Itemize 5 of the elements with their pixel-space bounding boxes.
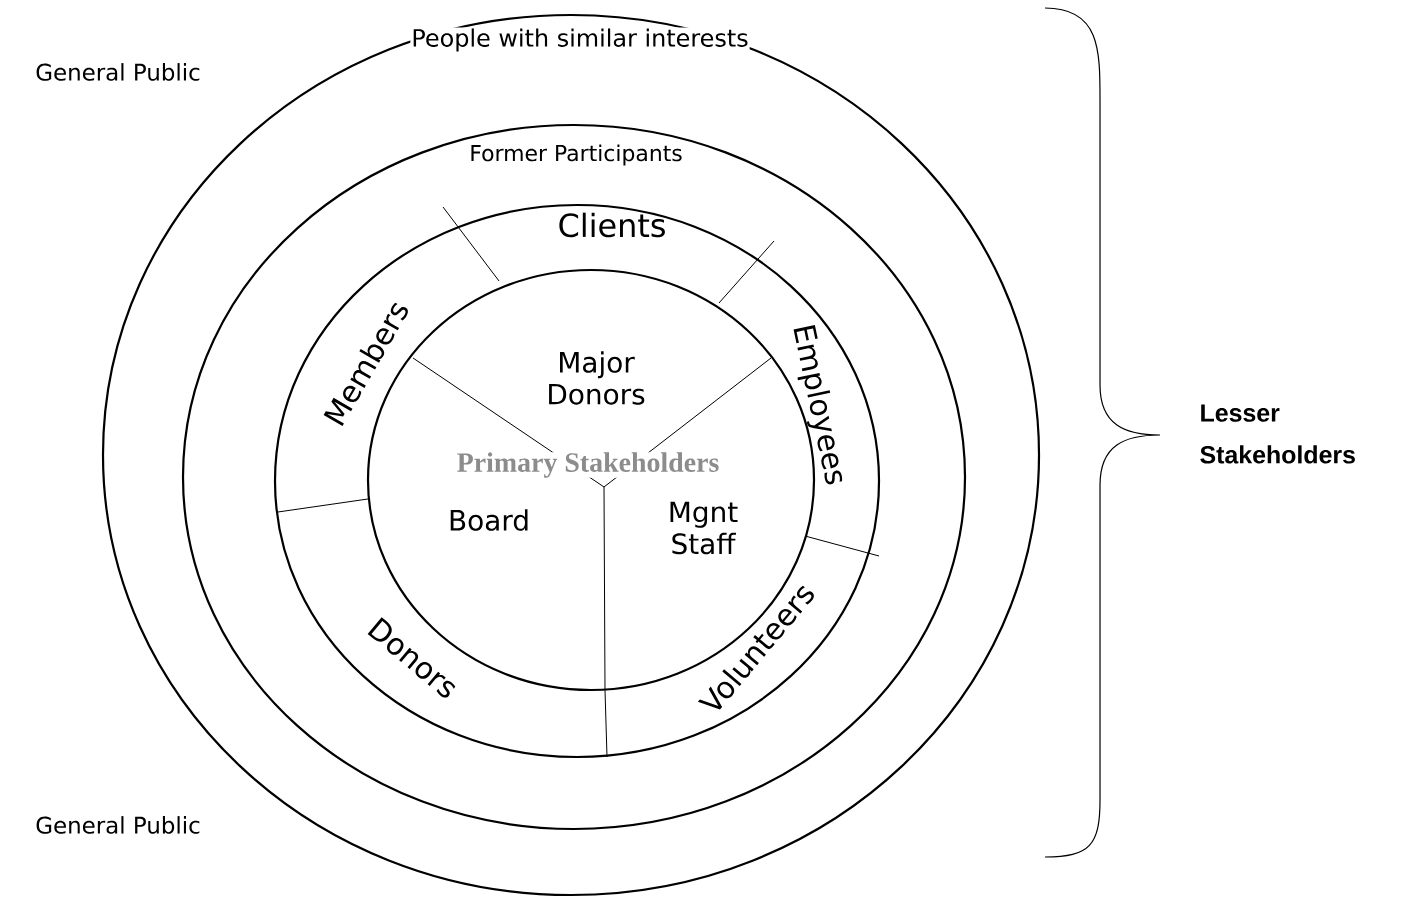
sector-label: Board — [450, 509, 528, 531]
segment-label: Clients — [559, 212, 665, 238]
side-label: Lesser Stakeholders — [1200, 404, 1355, 464]
sector-label: Mgnt Staff — [670, 501, 738, 555]
sector-label: Major Donors — [549, 351, 645, 405]
